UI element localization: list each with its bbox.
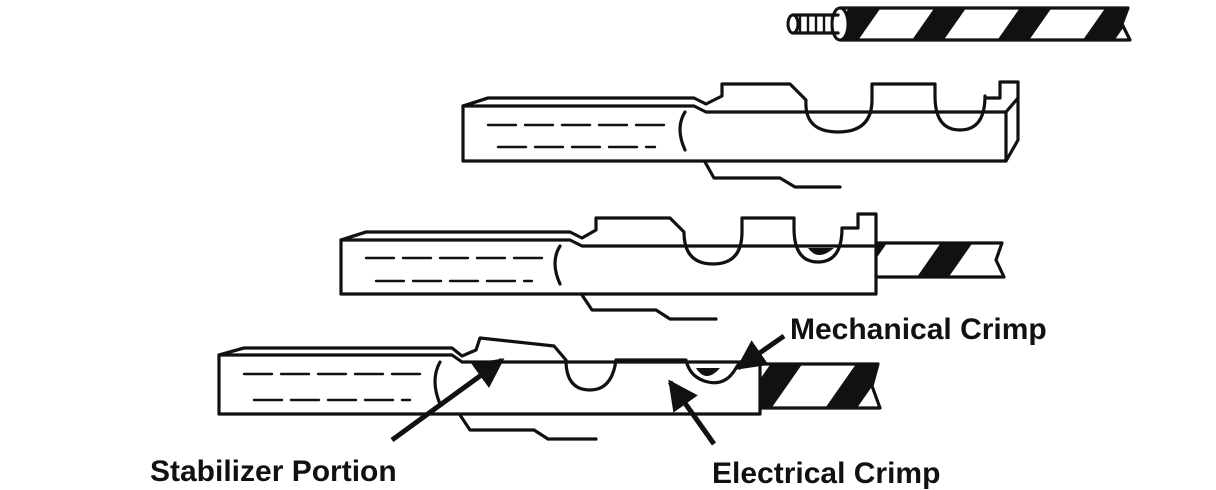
open-terminal — [461, 80, 1020, 189]
label-electrical-crimp: Electrical Crimp — [712, 457, 940, 490]
label-stabilizer-portion: Stabilizer Portion — [150, 455, 397, 488]
arrow-stabilizer — [390, 357, 505, 443]
stripped-wire — [786, 6, 1132, 42]
inserted-terminal — [339, 212, 1006, 321]
arrow-mechanical — [735, 333, 786, 371]
crimped-terminal — [217, 336, 882, 441]
arrow-electrical — [667, 379, 717, 446]
label-mechanical-crimp: Mechanical Crimp — [790, 313, 1047, 346]
pointer-arrows — [390, 333, 786, 446]
